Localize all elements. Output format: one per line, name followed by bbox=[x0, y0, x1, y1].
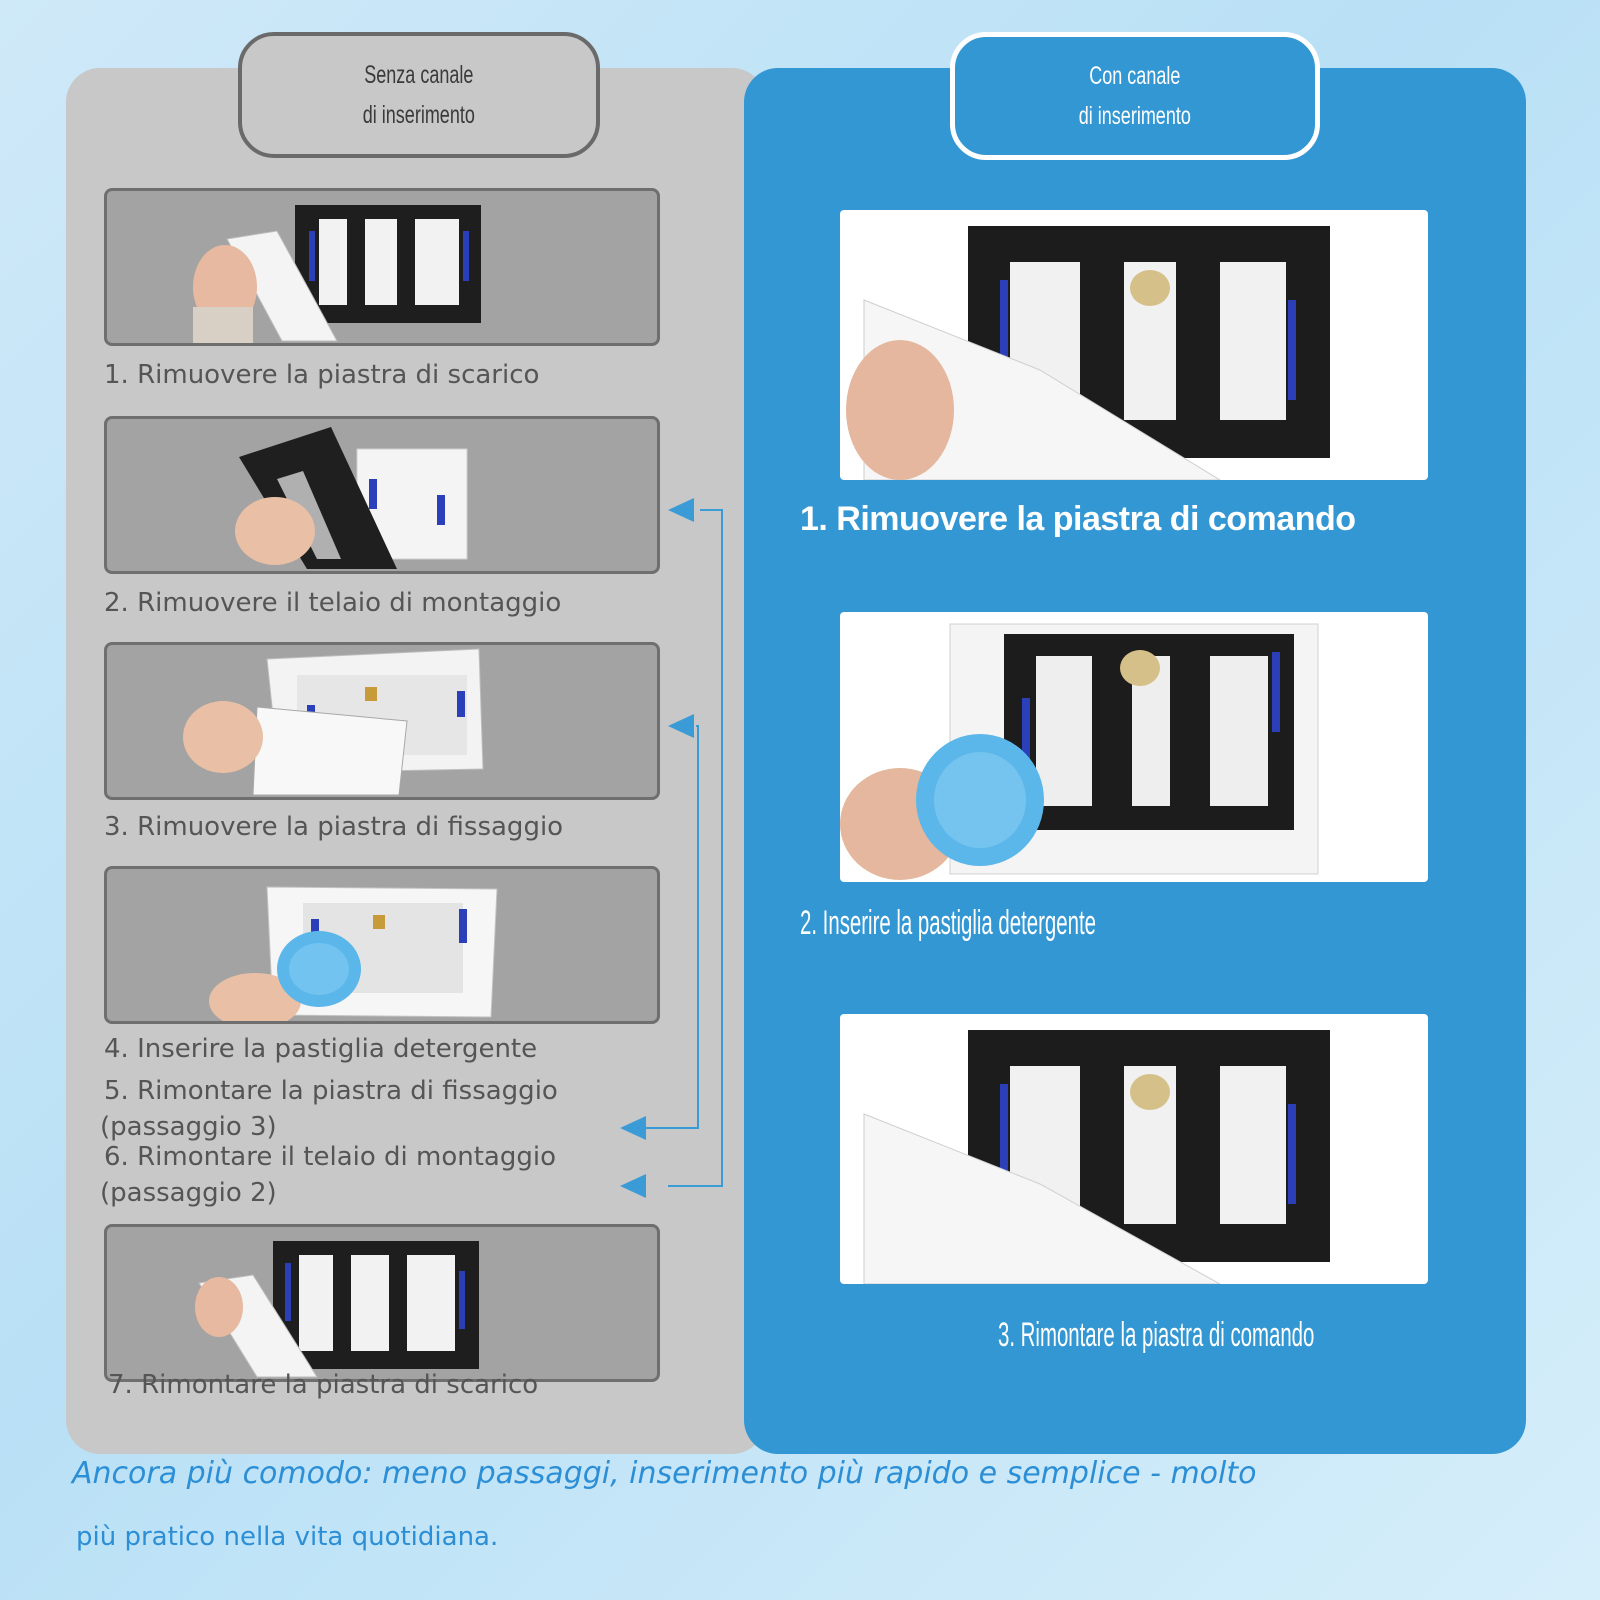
right-step-3-photo bbox=[840, 1014, 1428, 1284]
arrow-line-inner bbox=[646, 725, 699, 1129]
step-4-label: 4. Inserire la pastiglia detergente bbox=[104, 1034, 538, 1064]
step-3-label: 3. Rimuovere la piastra di fissaggio bbox=[104, 812, 564, 842]
right-step-2-label: 2. Inserire la pastiglia detergente bbox=[800, 904, 1096, 942]
step-5-label: 5. Rimontare la piastra di fissaggio bbox=[104, 1076, 558, 1106]
arrow-head-step3 bbox=[668, 714, 694, 738]
step-6-label: 6. Rimontare il telaio di montaggio bbox=[104, 1142, 557, 1172]
footer-headline: Ancora più comodo: meno passaggi, inseri… bbox=[72, 1456, 1257, 1491]
with-channel-tag: Con canale di inserimento bbox=[950, 32, 1320, 160]
step-1-label: 1. Rimuovere la piastra di scarico bbox=[104, 360, 540, 390]
step-3-photo bbox=[104, 642, 660, 800]
right-step-3-label: 3. Rimontare la piastra di comando bbox=[998, 1316, 1315, 1354]
arrow-head-step2 bbox=[668, 498, 694, 522]
right-step-1-photo bbox=[840, 210, 1428, 480]
arrow-head-step5 bbox=[620, 1116, 646, 1140]
right-step-1-label: 1. Rimuovere la piastra di comando bbox=[800, 500, 1356, 538]
arrow-line-outer bbox=[668, 509, 723, 1187]
arrow-head-step6 bbox=[620, 1174, 646, 1198]
step-1-photo bbox=[104, 188, 660, 346]
step-2-photo bbox=[104, 416, 660, 574]
step-7-photo bbox=[104, 1224, 660, 1382]
without-channel-tag-text: Senza canale di inserimento bbox=[362, 61, 476, 129]
step-4-photo bbox=[104, 866, 660, 1024]
step-6-note: (passaggio 2) bbox=[100, 1178, 277, 1208]
step-2-label: 2. Rimuovere il telaio di montaggio bbox=[104, 588, 562, 618]
with-channel-tag-text: Con canale di inserimento bbox=[1078, 62, 1192, 130]
right-step-2-photo bbox=[840, 612, 1428, 882]
footer-subline: più pratico nella vita quotidiana. bbox=[76, 1522, 499, 1552]
step-5-note: (passaggio 3) bbox=[100, 1112, 277, 1142]
step-7-label: 7. Rimontare la piastra di scarico bbox=[108, 1370, 539, 1400]
without-channel-tag: Senza canale di inserimento bbox=[238, 32, 600, 158]
